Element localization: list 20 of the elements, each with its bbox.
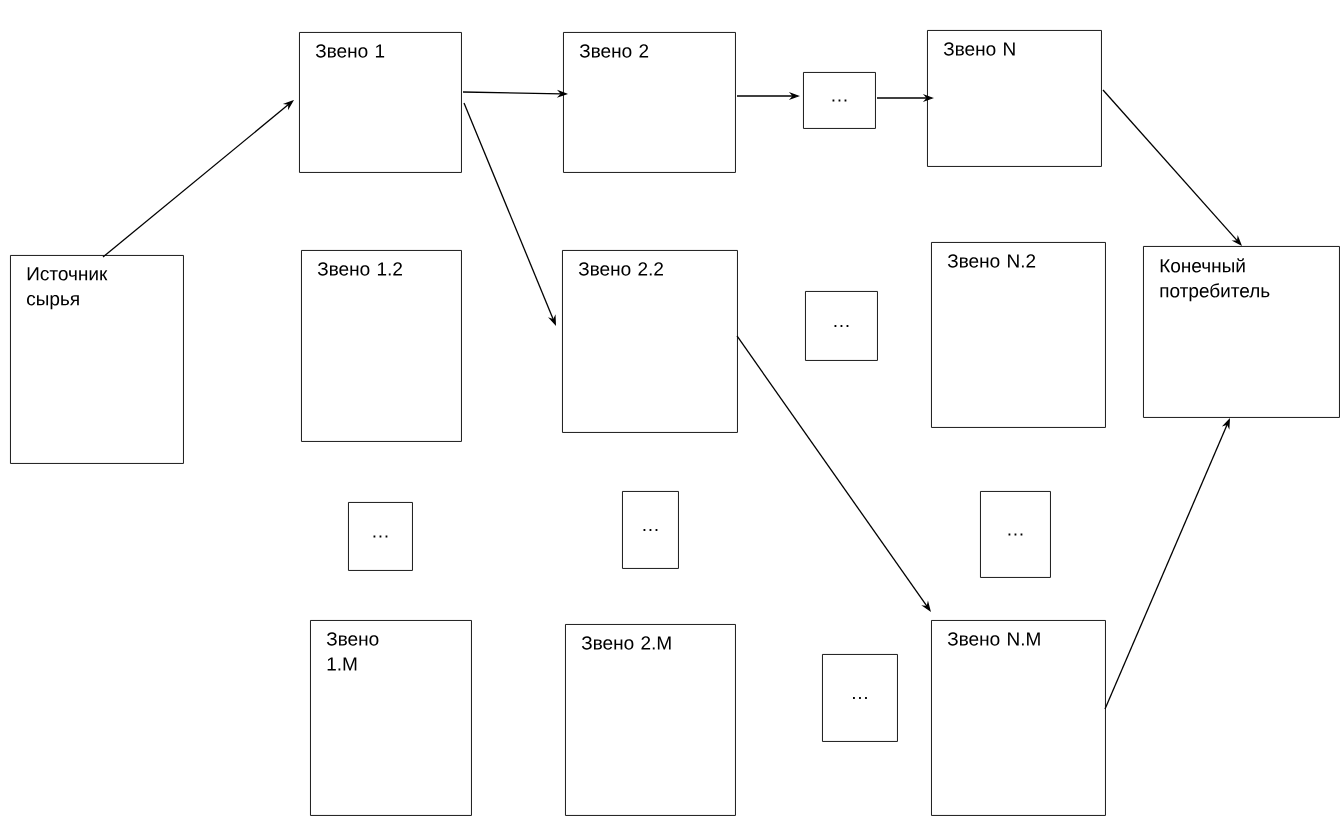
process-box: Звено 1.M [310,620,472,816]
process-box: Звено N.2 [931,242,1106,428]
arrow [102,100,294,258]
process-box: Звено N [927,30,1102,167]
arrow [1102,89,1242,246]
ellipsis-box: … [822,654,898,742]
process-box: Звено 1.2 [301,250,462,442]
ellipsis-box: … [805,291,878,361]
arrow [736,335,931,612]
ellipsis-box: … [803,72,876,129]
ellipsis-box: … [348,502,413,571]
ellipsis-box: … [622,491,679,569]
process-box: Конечный потребитель [1143,246,1340,418]
process-box: Звено N.M [931,620,1106,816]
process-box: Источник сырья [10,255,184,464]
process-box: Звено 2 [563,32,736,173]
process-box: Звено 1 [299,32,462,173]
process-box: Звено 2.2 [562,250,738,433]
process-box: Звено 2.M [565,624,736,816]
ellipsis-box: … [980,491,1051,578]
